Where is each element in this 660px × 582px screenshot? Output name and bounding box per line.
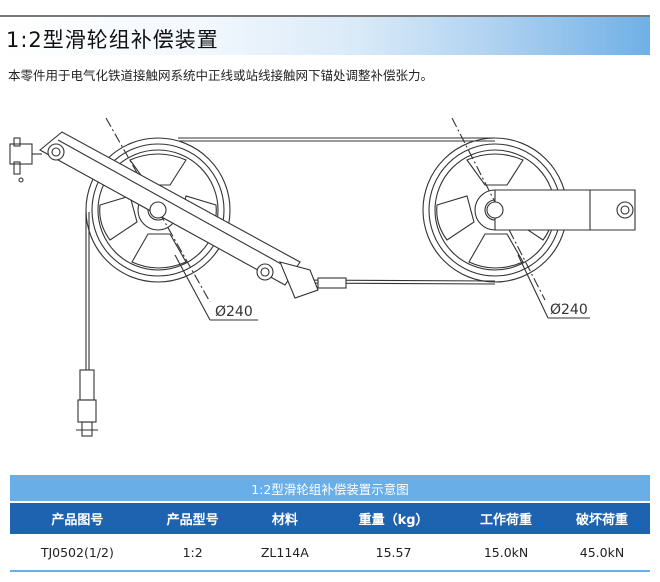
header-working-load: 工作荷重	[458, 501, 554, 534]
header-breaking-load: 破坏荷重	[554, 501, 650, 534]
table-caption: 1:2型滑轮组补偿装置示意图	[10, 475, 650, 502]
table-header-row: 产品图号 产品型号 材料 重量（kg） 工作荷重 破坏荷重	[10, 501, 650, 534]
right-diameter-label: Ø240	[550, 302, 588, 318]
left-diameter-label: Ø240	[215, 304, 253, 320]
cell-product-drawing-no: TJ0502(1/2)	[10, 534, 145, 572]
table-caption-row: 1:2型滑轮组补偿装置示意图	[10, 475, 650, 502]
right-arm	[486, 189, 636, 231]
pulley-drawing: Ø240 Ø240	[9, 117, 636, 437]
cell-breaking-load: 45.0kN	[554, 534, 650, 572]
header-material: 材料	[240, 501, 330, 534]
cell-working-load: 15.0kN	[458, 534, 554, 572]
cell-weight: 15.57	[329, 534, 459, 572]
cell-product-model: 1:2	[144, 534, 241, 572]
dimension-leaders	[174, 254, 590, 321]
page-title: 1:2型滑轮组补偿装置	[6, 28, 219, 52]
header-product-drawing-no: 产品图号	[10, 501, 145, 534]
header-weight: 重量（kg）	[329, 501, 459, 534]
page-description: 本零件用于电气化铁道接触网系统中正线或站线接触网下锚处调整补偿张力。	[8, 68, 434, 83]
left-arm	[39, 131, 347, 299]
table-row: TJ0502(1/2) 1:2 ZL114A 15.57 15.0kN 45.0…	[10, 534, 650, 572]
cell-material: ZL114A	[240, 534, 330, 572]
spec-table: 1:2型滑轮组补偿装置示意图 产品图号 产品型号 材料 重量（kg） 工作荷重 …	[10, 475, 650, 572]
title-bar: 1:2型滑轮组补偿装置	[0, 15, 650, 55]
header-product-model: 产品型号	[144, 501, 241, 534]
left-clevis	[9, 137, 42, 183]
bottom-hanger	[76, 369, 98, 437]
